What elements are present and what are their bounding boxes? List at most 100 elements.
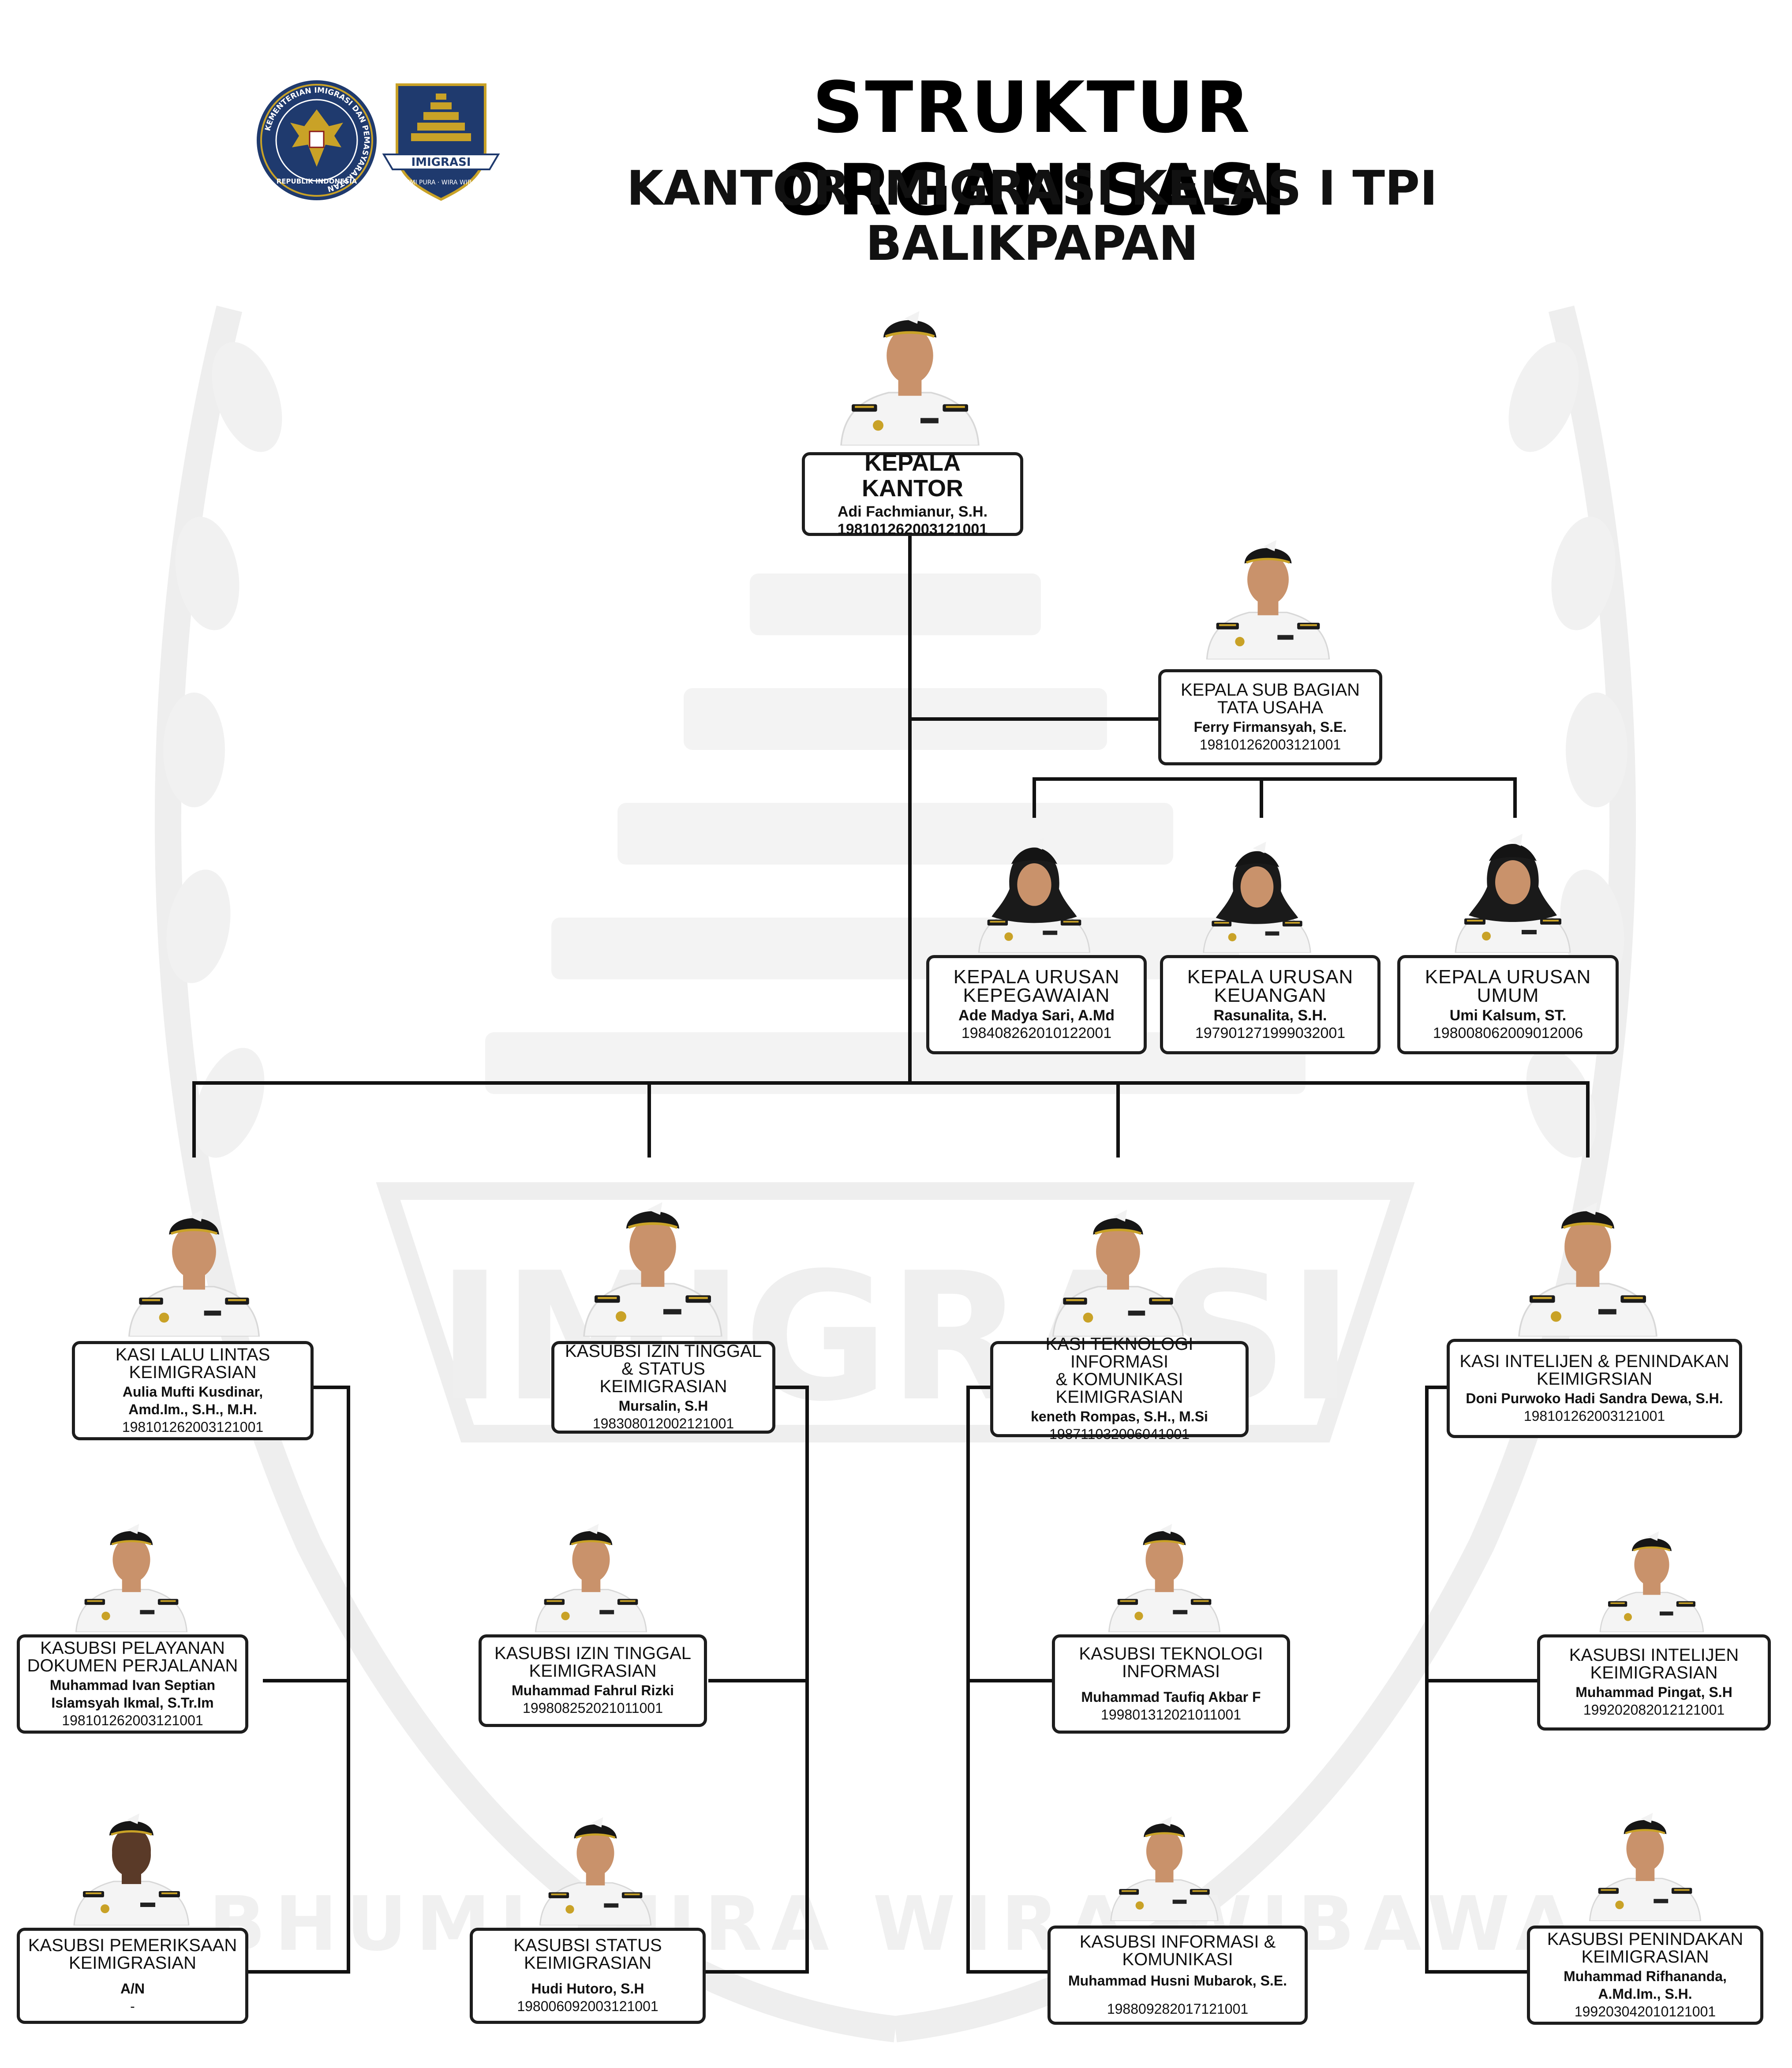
node-name: A.Md.Im., S.H. bbox=[1598, 1986, 1692, 2002]
node-title: KASUBSI STATUS KEIMIGRASIAN bbox=[513, 1936, 662, 1973]
node-title: KASI TEKNOLOGI INFORMASI bbox=[1045, 1334, 1193, 1371]
page-title: STRUKTUR ORGANISASI bbox=[776, 66, 1288, 231]
node-kasubsi-informasi-komunikasi: KASUBSI INFORMASI & KOMUNIKASI Muhammad … bbox=[1048, 1926, 1308, 2025]
node-name: Muhammad Ivan Septian bbox=[49, 1677, 216, 1693]
node-title: KEIMIGRASIAN bbox=[1581, 1947, 1709, 1967]
portrait-kasubsi-intelijen bbox=[1599, 1531, 1704, 1632]
node-name: Umi Kalsum, ST. bbox=[1449, 1007, 1567, 1024]
node-kasubsi-pemeriksaan: KASUBSI PEMERIKSAAN KEIMIGRASIAN A/N - bbox=[17, 1928, 248, 2024]
node-nip: 199808252021011001 bbox=[523, 1700, 663, 1716]
node-title: & STATUS KEIMIGRASIAN bbox=[599, 1359, 727, 1396]
node-title: TATA USAHA bbox=[1217, 698, 1324, 717]
node-kasubsi-pelayanan-dokumen: KASUBSI PELAYANAN DOKUMEN PERJALANAN Muh… bbox=[17, 1634, 248, 1734]
node-nip: 199801312021011001 bbox=[1101, 1706, 1241, 1723]
node-title: KEPALA URUSAN bbox=[1187, 966, 1354, 988]
node-name: Muhammad Pingat, S.H bbox=[1575, 1684, 1732, 1700]
portrait-kasubag-tu bbox=[1206, 540, 1330, 659]
node-nip: 199203042010121001 bbox=[1574, 2003, 1716, 2019]
node-name: Amd.Im., S.H., M.H. bbox=[128, 1401, 257, 1417]
node-name: Islamsyah Ikmal, S.Tr.Im bbox=[51, 1694, 214, 1711]
node-kasi-lalu-lintas: KASI LALU LINTAS KEIMIGRASIAN Aulia Muft… bbox=[72, 1341, 314, 1440]
node-title: KEIMIGRASIAN bbox=[529, 1661, 657, 1681]
node-title: KEIMIGRASIAN bbox=[69, 1953, 196, 1973]
node-nip: - bbox=[130, 1998, 135, 2014]
node-kaur-umum: KEPALA URUSAN UMUM Umi Kalsum, ST. 19800… bbox=[1397, 955, 1619, 1054]
portrait-kasubsi-izin-status bbox=[583, 1202, 722, 1337]
node-name: Rasunalita, S.H. bbox=[1213, 1007, 1327, 1024]
node-nip: 198308012002121001 bbox=[592, 1416, 734, 1431]
node-name: Aulia Mufti Kusdinar, bbox=[122, 1383, 263, 1400]
portrait-kasubsi-pemeriksaan bbox=[73, 1813, 190, 1926]
node-title: KEUANGAN bbox=[1214, 984, 1327, 1006]
node-nip: 198008062009012006 bbox=[1433, 1024, 1583, 1041]
node-nip: 198101262003121001 bbox=[1523, 1408, 1665, 1424]
node-name: Ade Madya Sari, A.Md bbox=[958, 1007, 1115, 1024]
node-kasubsi-penindakan: KASUBSI PENINDAKAN KEIMIGRASIAN Muhammad… bbox=[1527, 1926, 1763, 2025]
node-name: Muhammad Fahrul Rizki bbox=[511, 1682, 674, 1698]
ministry-emblem-logo: KEMENTERIAN IMIGRASI DAN PEMASYARAKATAN … bbox=[257, 80, 377, 200]
page-subtitle: KANTOR IMIGRASI KELAS I TPI BALIKPAPAN bbox=[626, 161, 1438, 271]
immigration-motto-text: BHUMI PURA · WIRA WIBAWA bbox=[397, 179, 486, 186]
portrait-kasubsi-teknologi-informasi bbox=[1108, 1524, 1221, 1632]
node-title: KASI INTELIJEN & PENINDAKAN bbox=[1459, 1351, 1729, 1371]
portrait-kasi-inteldakim bbox=[1518, 1202, 1657, 1337]
node-name: A/N bbox=[120, 1981, 145, 1997]
node-kasi-inteldakim: KASI INTELIJEN & PENINDAKAN KEIMIGRSIAN … bbox=[1447, 1339, 1742, 1438]
portrait-kasubsi-status bbox=[539, 1817, 652, 1926]
node-name: Muhammad Husni Mubarok, S.E. bbox=[1068, 1972, 1287, 1989]
node-title: KASUBSI IZIN TINGGAL bbox=[494, 1644, 692, 1663]
node-title: KEIMIGRSIAN bbox=[1536, 1369, 1653, 1389]
node-title: KEPALA SUB BAGIAN bbox=[1180, 680, 1360, 700]
node-name: Muhammad Taufiq Akbar F bbox=[1081, 1689, 1261, 1705]
node-kaur-kepegawaian: KEPALA URUSAN KEPEGAWAIAN Ade Madya Sari… bbox=[926, 955, 1147, 1054]
node-kasubsi-status: KASUBSI STATUS KEIMIGRASIAN Hudi Hutoro,… bbox=[470, 1928, 706, 2024]
immigration-emblem-logo: IMIGRASI BHUMI PURA · WIRA WIBAWA bbox=[382, 83, 500, 201]
portrait-kaur-umum bbox=[1455, 834, 1571, 953]
node-title: & KOMUNIKASI KEIMIGRASIAN bbox=[1055, 1370, 1183, 1407]
node-kasubsi-teknologi-informasi: KASUBSI TEKNOLOGI INFORMASI Muhammad Tau… bbox=[1052, 1634, 1290, 1734]
node-title: KEPEGAWAIAN bbox=[963, 984, 1110, 1006]
node-nip: 199202082012121001 bbox=[1583, 1702, 1725, 1718]
node-title: KASUBSI INFORMASI & KOMUNIKASI bbox=[1079, 1932, 1276, 1969]
node-nip: 198101262003121001 bbox=[1199, 737, 1341, 753]
portrait-kasubsi-informasi-komunikasi bbox=[1110, 1816, 1219, 1921]
col1-bracket bbox=[245, 1386, 350, 1974]
portrait-kepala-kantor bbox=[840, 311, 980, 446]
col3-bracket bbox=[966, 1386, 1056, 1974]
node-name: Ferry Firmansyah, S.E. bbox=[1193, 719, 1347, 735]
portrait-kasubsi-pelayanan-dokumen bbox=[75, 1524, 188, 1632]
node-name: Muhammad Rifhananda, bbox=[1564, 1968, 1727, 1984]
node-title: KASUBSI TEKNOLOGI INFORMASI bbox=[1079, 1644, 1263, 1681]
portrait-kasi-lalu-lintas bbox=[128, 1210, 260, 1337]
node-nip: 198101262003121001 bbox=[837, 521, 988, 538]
node-nip: 197901271999032001 bbox=[1195, 1024, 1346, 1041]
node-kaur-keuangan: KEPALA URUSAN KEUANGAN Rasunalita, S.H. … bbox=[1160, 955, 1380, 1054]
immigration-banner-text: IMIGRASI bbox=[411, 156, 471, 169]
node-title: KEPALA URUSAN bbox=[1425, 966, 1591, 988]
node-title: KASUBSI PEMERIKSAAN bbox=[28, 1936, 237, 1955]
node-title: KASUBSI PENINDAKAN bbox=[1547, 1929, 1743, 1949]
node-name: Doni Purwoko Hadi Sandra Dewa, S.H. bbox=[1466, 1390, 1723, 1406]
node-kepala-kantor: KEPALA KANTOR Adi Fachmianur, S.H. 19810… bbox=[802, 450, 1023, 538]
portrait-kasi-tikim bbox=[1052, 1210, 1184, 1337]
node-nip: 198006092003121001 bbox=[517, 1998, 658, 2014]
node-title: KEPALA URUSAN bbox=[953, 966, 1120, 988]
portrait-kaur-keuangan bbox=[1203, 842, 1311, 953]
node-nip: 198809282017121001 bbox=[1107, 2001, 1249, 2017]
watermark-motto: BHUMI PURA WIRA WIBAWA bbox=[209, 1881, 1582, 1968]
node-title: KASUBSI IZIN TINGGAL bbox=[565, 1341, 762, 1361]
portrait-kasubsi-penindakan bbox=[1589, 1813, 1702, 1921]
node-title: KASI LALU LINTAS bbox=[115, 1345, 270, 1364]
node-kasubsi-izin-tinggal: KASUBSI IZIN TINGGAL KEIMIGRASIAN Muhamm… bbox=[479, 1634, 707, 1727]
node-nip: 198101262003121001 bbox=[62, 1712, 203, 1728]
node-nip: 198711032006041001 bbox=[1049, 1426, 1190, 1442]
node-kasubag-tata-usaha: KEPALA SUB BAGIAN TATA USAHA Ferry Firma… bbox=[1158, 669, 1382, 765]
node-nip: 198408262010122001 bbox=[961, 1024, 1112, 1041]
col2-bracket bbox=[702, 1386, 809, 1974]
node-title: KEIMIGRASIAN bbox=[1590, 1663, 1718, 1682]
node-title: KASUBSI INTELIJEN bbox=[1569, 1645, 1739, 1665]
node-title: KASUBSI PELAYANAN bbox=[40, 1638, 225, 1658]
portrait-kaur-kepegawaian bbox=[978, 838, 1091, 953]
